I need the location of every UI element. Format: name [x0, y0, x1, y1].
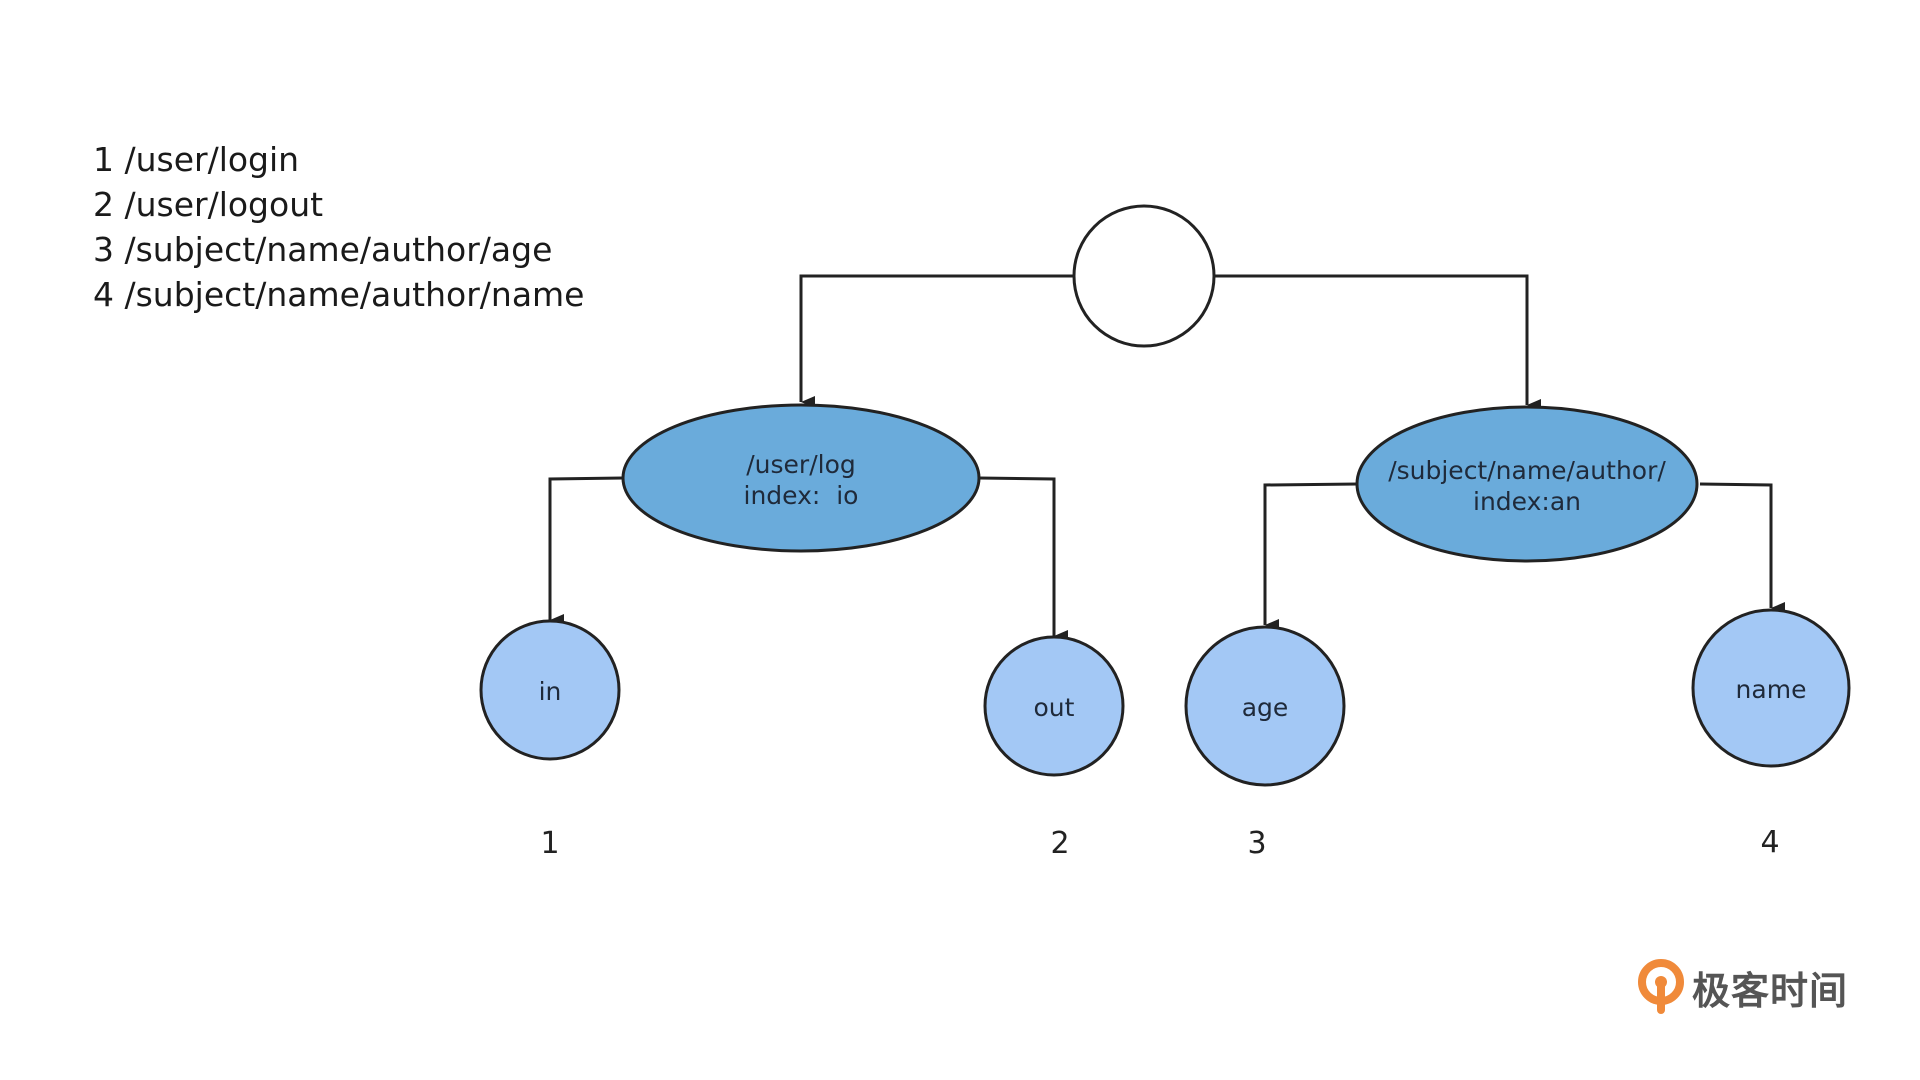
route-item: 4 /subject/name/author/name [93, 275, 585, 314]
leaf-number-4: 4 [1760, 825, 1779, 860]
brand-name: 极客时间 [1692, 968, 1849, 1013]
leaf-number-1: 1 [540, 826, 559, 861]
geektime-logo-icon [1638, 959, 1684, 1014]
branch-node-subject-name-author: /subject/name/author/ index:an [1355, 405, 1699, 563]
leaf-node-age: age [1184, 625, 1346, 787]
edge-root-to-left-branch [799, 274, 1074, 408]
edge-root-to-right-branch [1214, 274, 1541, 411]
route-item: 1 /user/login [93, 140, 300, 179]
leaf-node-in: in [479, 619, 621, 761]
branch-node-index: index: io [744, 481, 859, 510]
edge-left-branch-to-leaf-in [548, 476, 624, 626]
leaf-node-out: out [983, 635, 1125, 777]
leaf-node-label: name [1736, 675, 1807, 704]
branch-node-prefix: /user/log [746, 450, 856, 479]
route-item: 2 /user/logout [93, 185, 324, 224]
edge-right-branch-to-leaf-age [1263, 482, 1359, 631]
leaf-node-label: in [539, 677, 562, 706]
edge-left-branch-to-leaf-out [978, 476, 1068, 642]
edge-right-branch-to-leaf-name [1699, 482, 1785, 614]
route-list: 1 /user/login 2 /user/logout 3 /subject/… [93, 137, 585, 317]
branch-node-index: index:an [1473, 487, 1581, 516]
branch-node-prefix: /subject/name/author/ [1388, 456, 1666, 485]
branch-node-user-log: /user/log index: io [621, 403, 981, 553]
leaf-node-label: out [1034, 693, 1075, 722]
leaf-node-label: age [1242, 693, 1289, 722]
brand-watermark: 极客时间 [1636, 958, 1848, 1016]
leaf-node-name: name [1691, 608, 1851, 768]
leaf-number-3: 3 [1247, 826, 1266, 861]
root-node [1072, 204, 1216, 348]
leaf-number-2: 2 [1050, 826, 1069, 861]
route-item: 3 /subject/name/author/age [93, 230, 553, 269]
